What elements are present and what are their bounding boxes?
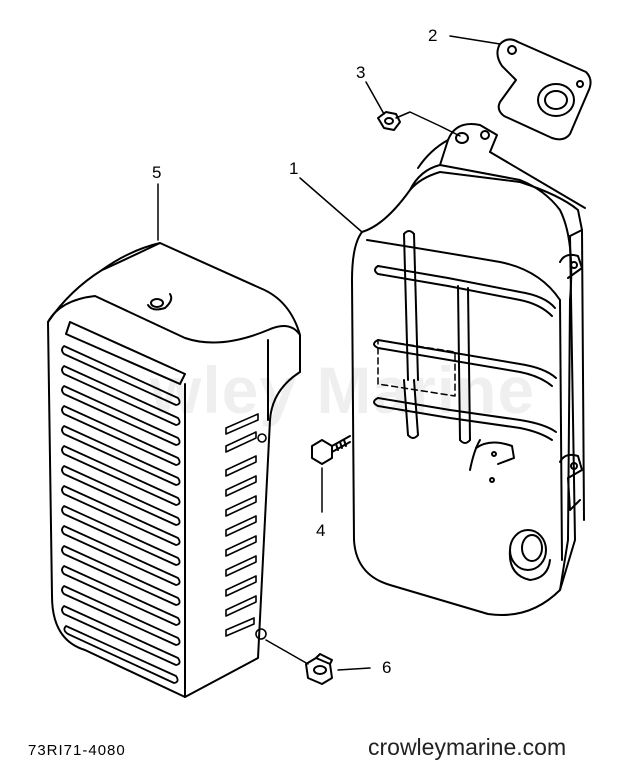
part-5-cover [47,242,301,698]
part-5-side-slots [225,413,267,640]
part-6-bolt [305,653,333,685]
website-footer[interactable]: crowleymarine.com [368,734,567,760]
watermark-text: wley Marine [150,353,536,427]
part-2-gasket [496,38,592,141]
drawing-code: 73RI71-4080 [28,742,126,759]
part-1-muffler [351,123,586,616]
callout-1: 1 [289,159,299,178]
callout-6: 6 [382,658,392,677]
callout-3: 3 [356,63,366,82]
callout-5: 5 [152,163,162,182]
callout-4: 4 [316,521,326,540]
callout-2: 2 [428,26,438,45]
part-5-slots [61,345,181,684]
part-3-nut [377,111,401,131]
part-4-bolt [311,435,351,465]
leader-lines [157,35,501,671]
